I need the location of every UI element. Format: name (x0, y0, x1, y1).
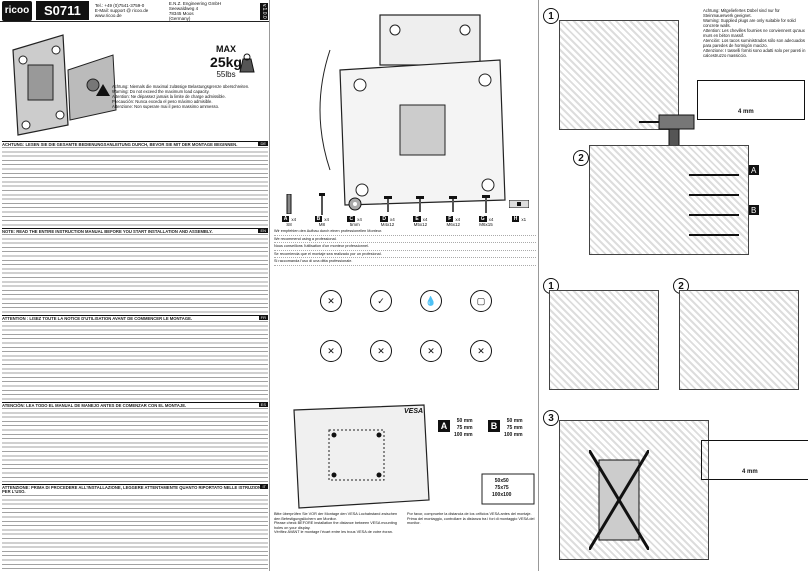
warning-icon (96, 84, 110, 96)
vesa-sizes: 50x50 75x75 100x100 (492, 478, 512, 498)
no-water-icon: ✕ (420, 340, 442, 362)
panel-left: ricoo S0711 Tel.: +49 (0)7541-3759-0 E-M… (0, 0, 270, 571)
wall-section (549, 290, 659, 390)
vesa-check-notes: Bitte überprüfen Sie VOR der Montage den… (274, 512, 535, 535)
vesa-a-dims: 50 mm 75 mm 100 mm (454, 418, 473, 438)
svg-text:B: B (751, 206, 756, 215)
contact-info: Tel.: +49 (0)7541-3759-0 E-Mail: support… (94, 3, 149, 18)
vesa-diagram (293, 404, 535, 509)
svg-text:A: A (751, 166, 757, 175)
body-text-placeholder (2, 494, 268, 570)
bolts-insertion: A B (689, 165, 759, 236)
professional-notes: Wir empfehlen den Aufbau durch einen pro… (274, 228, 536, 266)
section-de: ACHTUNG: LESEN SIE DIE GESAMTE BEDIENUNG… (2, 141, 268, 226)
no-cleaner-icon: ✕ (470, 340, 492, 362)
body-text-placeholder (2, 234, 268, 313)
section-en: NOTE: READ THE ENTIRE INSTRUCTION MANUAL… (2, 228, 268, 313)
wall-plug-icon (286, 194, 292, 214)
model-number: S0711 (36, 1, 89, 20)
vesa-b-badge: B (488, 420, 500, 432)
wrong-bracket-icon (589, 450, 649, 550)
vesa-label: VESA (404, 408, 424, 415)
check-icon: ✓ (370, 290, 392, 312)
weight-icon (239, 53, 255, 73)
drill-depth-detail: 4 mm (697, 80, 805, 120)
safety-icons: ✕ ✓ 💧 ▢ ✕ ✕ ✕ ✕ (310, 270, 510, 390)
wall-section (679, 290, 799, 390)
vesa-a-badge: A (438, 420, 450, 432)
step-3: 3 (543, 410, 559, 426)
screw-icon (482, 195, 491, 213)
chemical-icon: ✕ (320, 290, 342, 312)
body-text-placeholder (2, 408, 268, 482)
drill-icon (639, 114, 695, 148)
wall-section (589, 145, 749, 255)
header: ricoo S0711 Tel.: +49 (0)7541-3759-0 E-M… (0, 0, 269, 22)
wall-section (559, 20, 679, 130)
vesa-b-dims: 50 mm 75 mm 100 mm (504, 418, 523, 438)
body-text-placeholder (2, 321, 268, 400)
version-code: v.1.0.0 (260, 3, 268, 20)
monitor-icon: ▢ (470, 290, 492, 312)
section-it: ATTENZIONE: PRIMA DI PROCEDERE ALL'INSTA… (2, 484, 268, 570)
drop-icon: 💧 (420, 290, 442, 312)
step-2: 2 (573, 150, 589, 166)
company-info: E.N.Z. Engineering GmbH Seewaldweg 4 783… (168, 0, 222, 21)
lag-bolt-icon (318, 193, 325, 215)
section-es: ATENCIÓN: LEA TODO EL MANUAL DE MANEJO A… (2, 402, 268, 482)
bracket-exploded-view (319, 14, 506, 206)
spirit-level-icon (508, 200, 529, 208)
brand-logo: ricoo (2, 0, 32, 21)
step-1: 1 (543, 8, 559, 24)
screw-icon (416, 196, 425, 212)
screw-icon (449, 196, 458, 212)
no-tool-icon: ✕ (320, 340, 342, 362)
body-text-placeholder (2, 147, 268, 226)
screw-icon (383, 196, 392, 212)
washer-icon (348, 197, 362, 211)
section-fr: ATTENTION : LISEZ TOUTE LA NOTICE D'UTIL… (2, 315, 268, 400)
load-warnings: Achtung: Niemals die maximal zulässige B… (96, 84, 268, 109)
wall-mount-illustration (12, 34, 117, 136)
panel-right: Achtung: Mitgeliefertes Dübel sind nur f… (539, 0, 808, 571)
max-load: MAX 25kg 55lbs (210, 44, 242, 79)
drill-depth-detail-2: 4 mm (701, 440, 808, 480)
wall-plug-warnings: Achtung: Mitgeliefertes Dübel sind nur f… (703, 8, 806, 58)
no-pressure-icon: ✕ (370, 340, 392, 362)
